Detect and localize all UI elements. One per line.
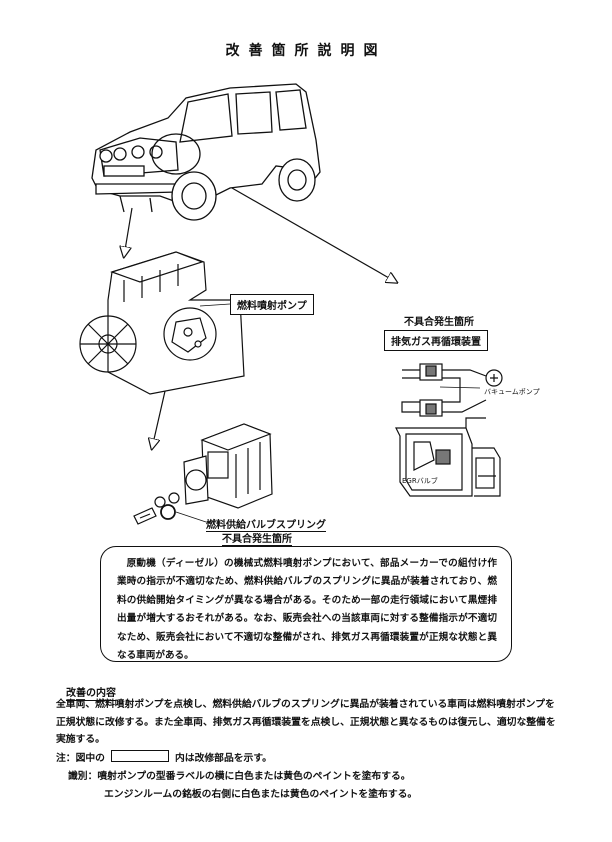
vehicle-drawing xyxy=(91,83,321,221)
improvement-heading: 改善の内容 xyxy=(66,684,116,701)
improvement-body: 全車両、燃料噴射ポンプを点検し、燃料供給バルブのスプリングに異品が装着されている… xyxy=(56,699,556,746)
defect-location-label: 不具合発生箇所 xyxy=(404,317,474,328)
defect-description-text: 原動機（ディーゼル）の機械式燃料噴射ポンプにおいて、部品メーカーでの組付け作業時… xyxy=(117,558,497,662)
note-line: 注：図中の 内は改修部品を示す。 xyxy=(56,750,272,764)
spring-defect-location-label: 不具合発生箇所 xyxy=(222,530,292,546)
note-prefix: 注：図中の xyxy=(56,753,105,764)
egr-schematic xyxy=(395,363,503,497)
pump-drawing xyxy=(133,423,273,525)
modified-part-box-symbol xyxy=(110,750,169,762)
fuel-injection-pump-label: 燃料噴射ポンプ xyxy=(230,294,314,315)
vacuum-pump-label: バキュームポンプ xyxy=(484,388,540,396)
note-suffix: 内は改修部品を示す。 xyxy=(174,753,272,764)
egr-valve-label: EGRバルブ xyxy=(402,477,438,485)
page-title: 改善箇所説明図 xyxy=(225,43,387,59)
valve-spring-label: 燃料供給バルブスプリング xyxy=(206,516,326,532)
identification-line-2: エンジンルームの銘板の右側に白色または黄色のペイントを塗布する。 xyxy=(104,789,418,800)
engine-drawing xyxy=(79,251,245,395)
identification-line-1: 識別：噴射ポンプの型番ラベルの横に白色または黄色のペイントを塗布する。 xyxy=(68,771,411,782)
defect-description-box: 原動機（ディーゼル）の機械式燃料噴射ポンプにおいて、部品メーカーでの組付け作業時… xyxy=(100,546,512,662)
egr-system-label: 排気ガス再循環装置 xyxy=(384,330,488,351)
